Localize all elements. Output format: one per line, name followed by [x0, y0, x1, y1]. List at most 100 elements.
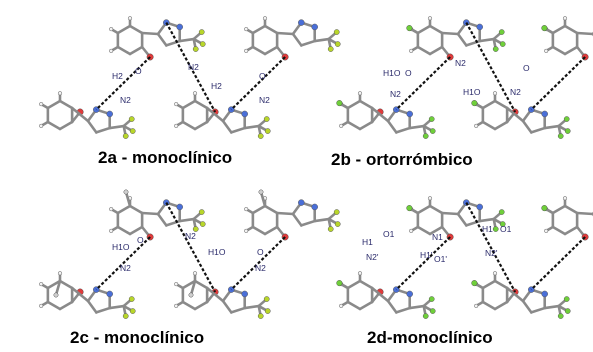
- nitrogen-atom: [298, 19, 305, 26]
- nitrogen-atom: [106, 110, 113, 118]
- phenyl-bond: [58, 279, 74, 290]
- phenyl-bond: [251, 204, 267, 215]
- fluorine-atom: [428, 296, 435, 302]
- link-bond: [575, 31, 593, 36]
- hydrogen-atom: [174, 303, 179, 308]
- hydrogen-atom: [244, 207, 249, 212]
- fluorine-atom: [498, 209, 505, 215]
- methyl-carbon: [123, 189, 129, 195]
- phenyl-bond: [481, 99, 497, 110]
- phenyl-bond: [46, 300, 62, 311]
- fluorine-atom: [334, 221, 341, 227]
- phenyl-bond: [358, 120, 374, 131]
- fluorine-atom: [557, 313, 564, 319]
- ring-halogen-atom: [406, 25, 413, 32]
- fluorine-atom: [199, 41, 206, 47]
- pyrazole-bond: [456, 212, 468, 227]
- fluorine-atom: [122, 313, 129, 319]
- phenyl-bond: [416, 225, 432, 236]
- fluorine-atom: [198, 209, 205, 215]
- hydrogen-bond: [395, 236, 451, 291]
- hydrogen-atom: [57, 91, 63, 96]
- pyrazole-bond: [299, 39, 317, 47]
- phenyl-bond: [428, 45, 444, 56]
- phenyl-bond: [346, 300, 362, 311]
- fluorine-atom: [263, 116, 270, 122]
- phenyl-bond: [416, 45, 432, 56]
- pyrazole-bond: [521, 119, 533, 134]
- phenyl-bond: [181, 120, 197, 131]
- pyrazole-bond: [394, 306, 412, 314]
- hydrogen-atom: [492, 91, 498, 96]
- fluorine-atom: [128, 116, 135, 122]
- pyrazole-bond: [291, 32, 303, 47]
- pyrazole-bond: [394, 126, 412, 134]
- fluorine-atom: [498, 29, 505, 35]
- link-bond: [70, 286, 90, 303]
- ring-halogen-atom: [336, 100, 343, 107]
- fluorine-atom: [334, 41, 341, 47]
- link-bond: [440, 211, 460, 216]
- hydrogen-atom: [474, 123, 479, 128]
- phenyl-bond: [263, 45, 279, 56]
- atom-label-right_o: O: [257, 247, 264, 257]
- phenyl-bond: [251, 225, 267, 236]
- cf3-bond: [108, 304, 126, 310]
- link-bond: [205, 286, 225, 303]
- nitrogen-atom: [176, 203, 183, 211]
- atom-label-extra-o: O1: [500, 224, 512, 234]
- cf3-bond: [243, 304, 261, 310]
- pyrazole-bond: [291, 212, 303, 227]
- atom-label-right_n2b: N2: [255, 263, 266, 273]
- fluorine-atom: [333, 209, 340, 215]
- atom-label-left_n2: N2': [366, 252, 379, 262]
- fluorine-atom: [429, 308, 436, 314]
- hydrogen-bond: [165, 202, 217, 293]
- fluorine-atom: [564, 128, 571, 134]
- cf3-bond: [478, 37, 496, 43]
- fluorine-atom: [257, 133, 264, 139]
- pyrazole-bond: [86, 299, 98, 314]
- hydrogen-atom: [109, 27, 114, 32]
- nitrogen-atom: [476, 203, 483, 211]
- methyl-carbon: [258, 189, 264, 195]
- link-bond: [140, 31, 160, 36]
- hydrogen-atom: [357, 271, 363, 276]
- phenyl-bond: [428, 24, 444, 35]
- fluorine-atom: [192, 46, 199, 52]
- hydrogen-atom: [474, 303, 479, 308]
- phenyl-bond: [563, 45, 579, 56]
- cf3-bond: [178, 37, 196, 43]
- phenyl-bond: [263, 225, 279, 236]
- hydrogen-bond: [395, 56, 451, 111]
- pyrazole-bond: [94, 306, 112, 314]
- atom-label-left_o: O: [405, 68, 412, 78]
- phenyl-bond: [481, 300, 497, 311]
- cf3-bond: [543, 124, 561, 130]
- phenyl-bond: [193, 120, 209, 131]
- link-bond: [205, 106, 225, 123]
- phenyl-bond: [116, 204, 132, 215]
- cf3-bond: [478, 217, 496, 223]
- fluorine-atom: [564, 308, 571, 314]
- nitrogen-atom: [106, 290, 113, 298]
- phenyl-bond: [346, 279, 362, 290]
- hydrogen-atom: [409, 48, 414, 53]
- hydrogen-atom: [39, 123, 44, 128]
- phenyl-bond: [428, 204, 444, 215]
- hydrogen-atom: [262, 16, 268, 21]
- ring-halogen-atom: [471, 280, 478, 287]
- panel-title-2a: 2a - monoclínico: [98, 148, 233, 167]
- atom-label-left_o: O: [135, 66, 142, 76]
- phenyl-bond: [263, 204, 279, 215]
- phenyl-bond: [193, 99, 209, 110]
- pyrazole-bond: [386, 119, 398, 134]
- pyrazole-bond: [221, 119, 233, 134]
- nitrogen-atom: [541, 290, 548, 298]
- atom-label-right_n2: N2: [188, 62, 199, 72]
- phenyl-bond: [193, 279, 209, 290]
- panel-title-2b: 2b - ortorrómbico: [331, 150, 473, 169]
- pyrazole-bond: [299, 219, 317, 227]
